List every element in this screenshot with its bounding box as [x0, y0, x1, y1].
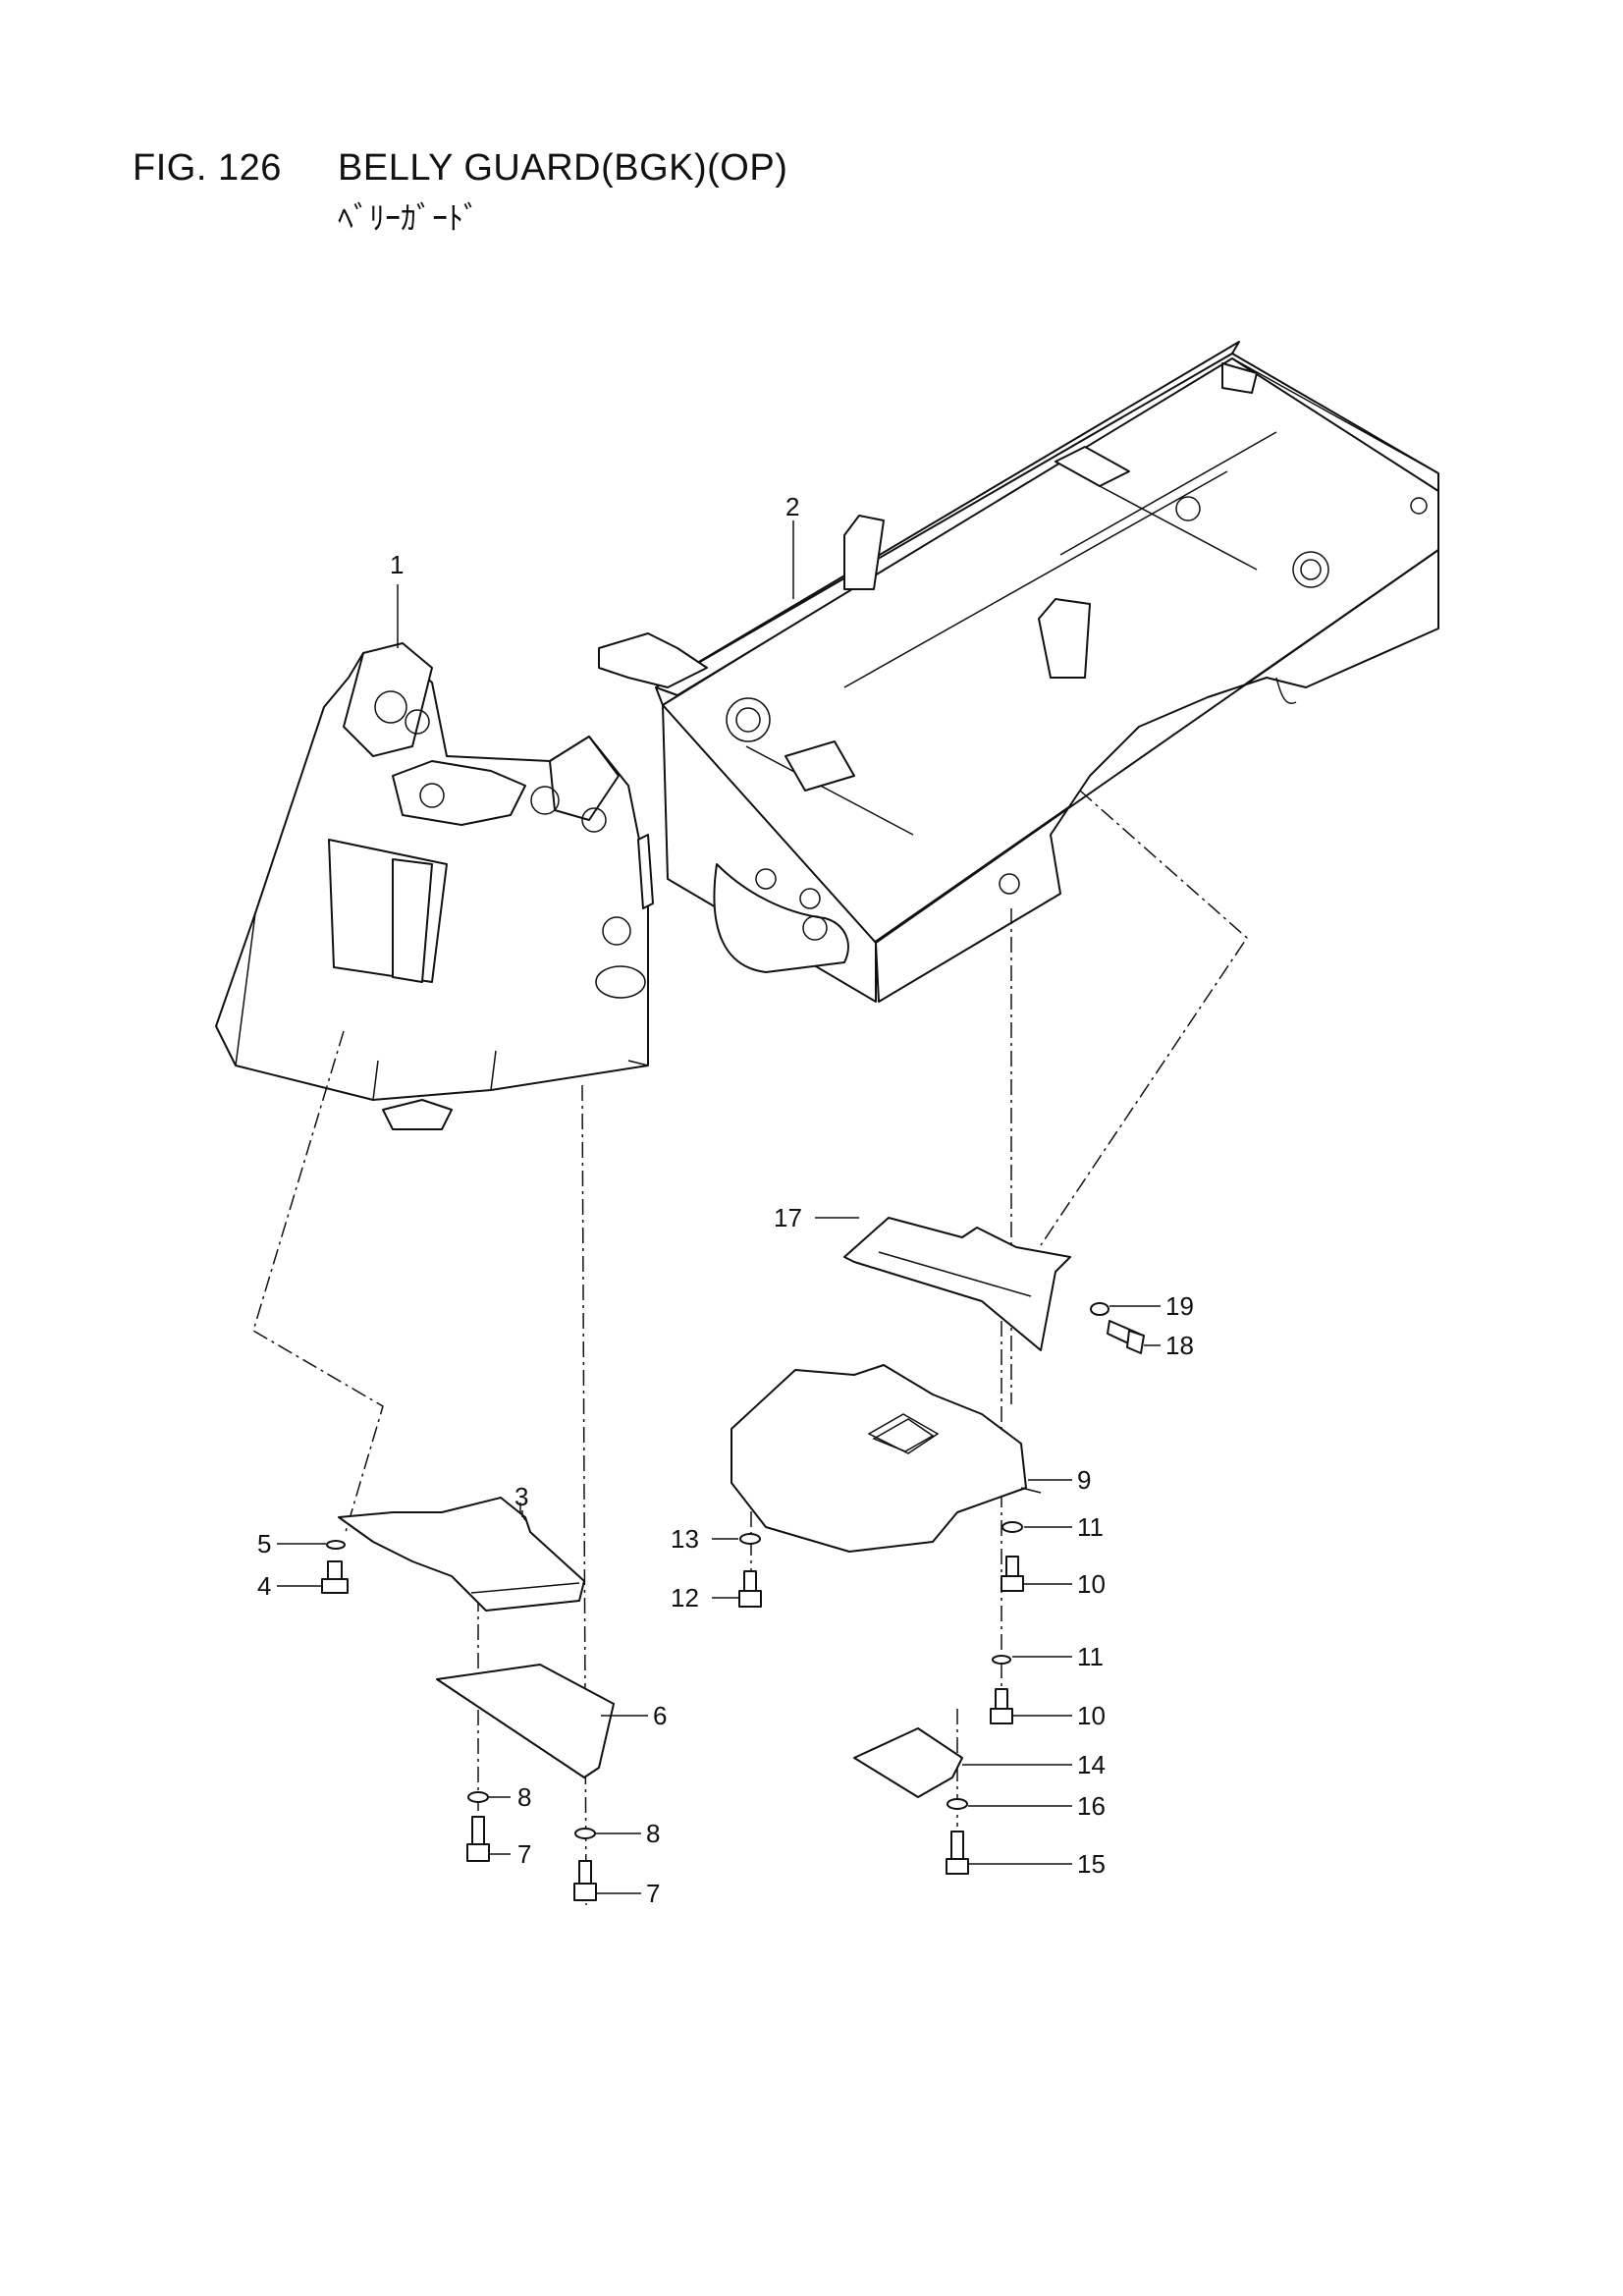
callout-18: 18: [1165, 1331, 1194, 1360]
front-frame-part: [215, 642, 654, 1130]
callout-2: 2: [785, 492, 799, 521]
callout-16: 16: [1077, 1791, 1106, 1821]
callout-12: 12: [671, 1583, 699, 1613]
figure-title: BELLY GUARD(BGK)(OP): [338, 147, 788, 189]
callout-8b: 8: [646, 1819, 660, 1848]
callout-11b: 11: [1077, 1642, 1104, 1671]
callout-6: 6: [653, 1701, 667, 1730]
callout-1: 1: [390, 550, 404, 579]
callout-10a: 10: [1077, 1569, 1106, 1599]
callout-17: 17: [774, 1203, 802, 1232]
callout-9: 9: [1077, 1465, 1091, 1495]
figure-number: FIG. 126: [133, 147, 282, 189]
callout-10b: 10: [1077, 1701, 1106, 1730]
callout-8a: 8: [517, 1782, 531, 1812]
callout-7b: 7: [646, 1879, 660, 1908]
callout-5: 5: [257, 1529, 271, 1558]
leader-lines: [277, 520, 1161, 1894]
callout-labels: 1 2 3 4 5 6 7 7 8 8 9 10 10 11 11 12 13 …: [257, 492, 1194, 1908]
guard-3: [338, 1497, 585, 1612]
callout-3: 3: [514, 1482, 528, 1511]
callout-7a: 7: [517, 1839, 531, 1869]
guard-plate-17: [843, 1217, 1071, 1351]
cover-14: [853, 1727, 963, 1798]
callout-11a: 11: [1077, 1512, 1104, 1542]
figure-subtitle: ﾍﾞﾘｰｶﾞｰﾄﾞ: [338, 200, 480, 236]
fasteners: [321, 1302, 1145, 1901]
rear-frame-part: [598, 341, 1439, 1003]
callout-15: 15: [1077, 1849, 1106, 1879]
callout-14: 14: [1077, 1750, 1106, 1779]
plate-6: [436, 1664, 615, 1778]
callout-4: 4: [257, 1571, 271, 1601]
callout-19: 19: [1165, 1291, 1194, 1321]
guard-plate-9: [730, 1364, 1042, 1553]
callout-13: 13: [671, 1524, 699, 1554]
